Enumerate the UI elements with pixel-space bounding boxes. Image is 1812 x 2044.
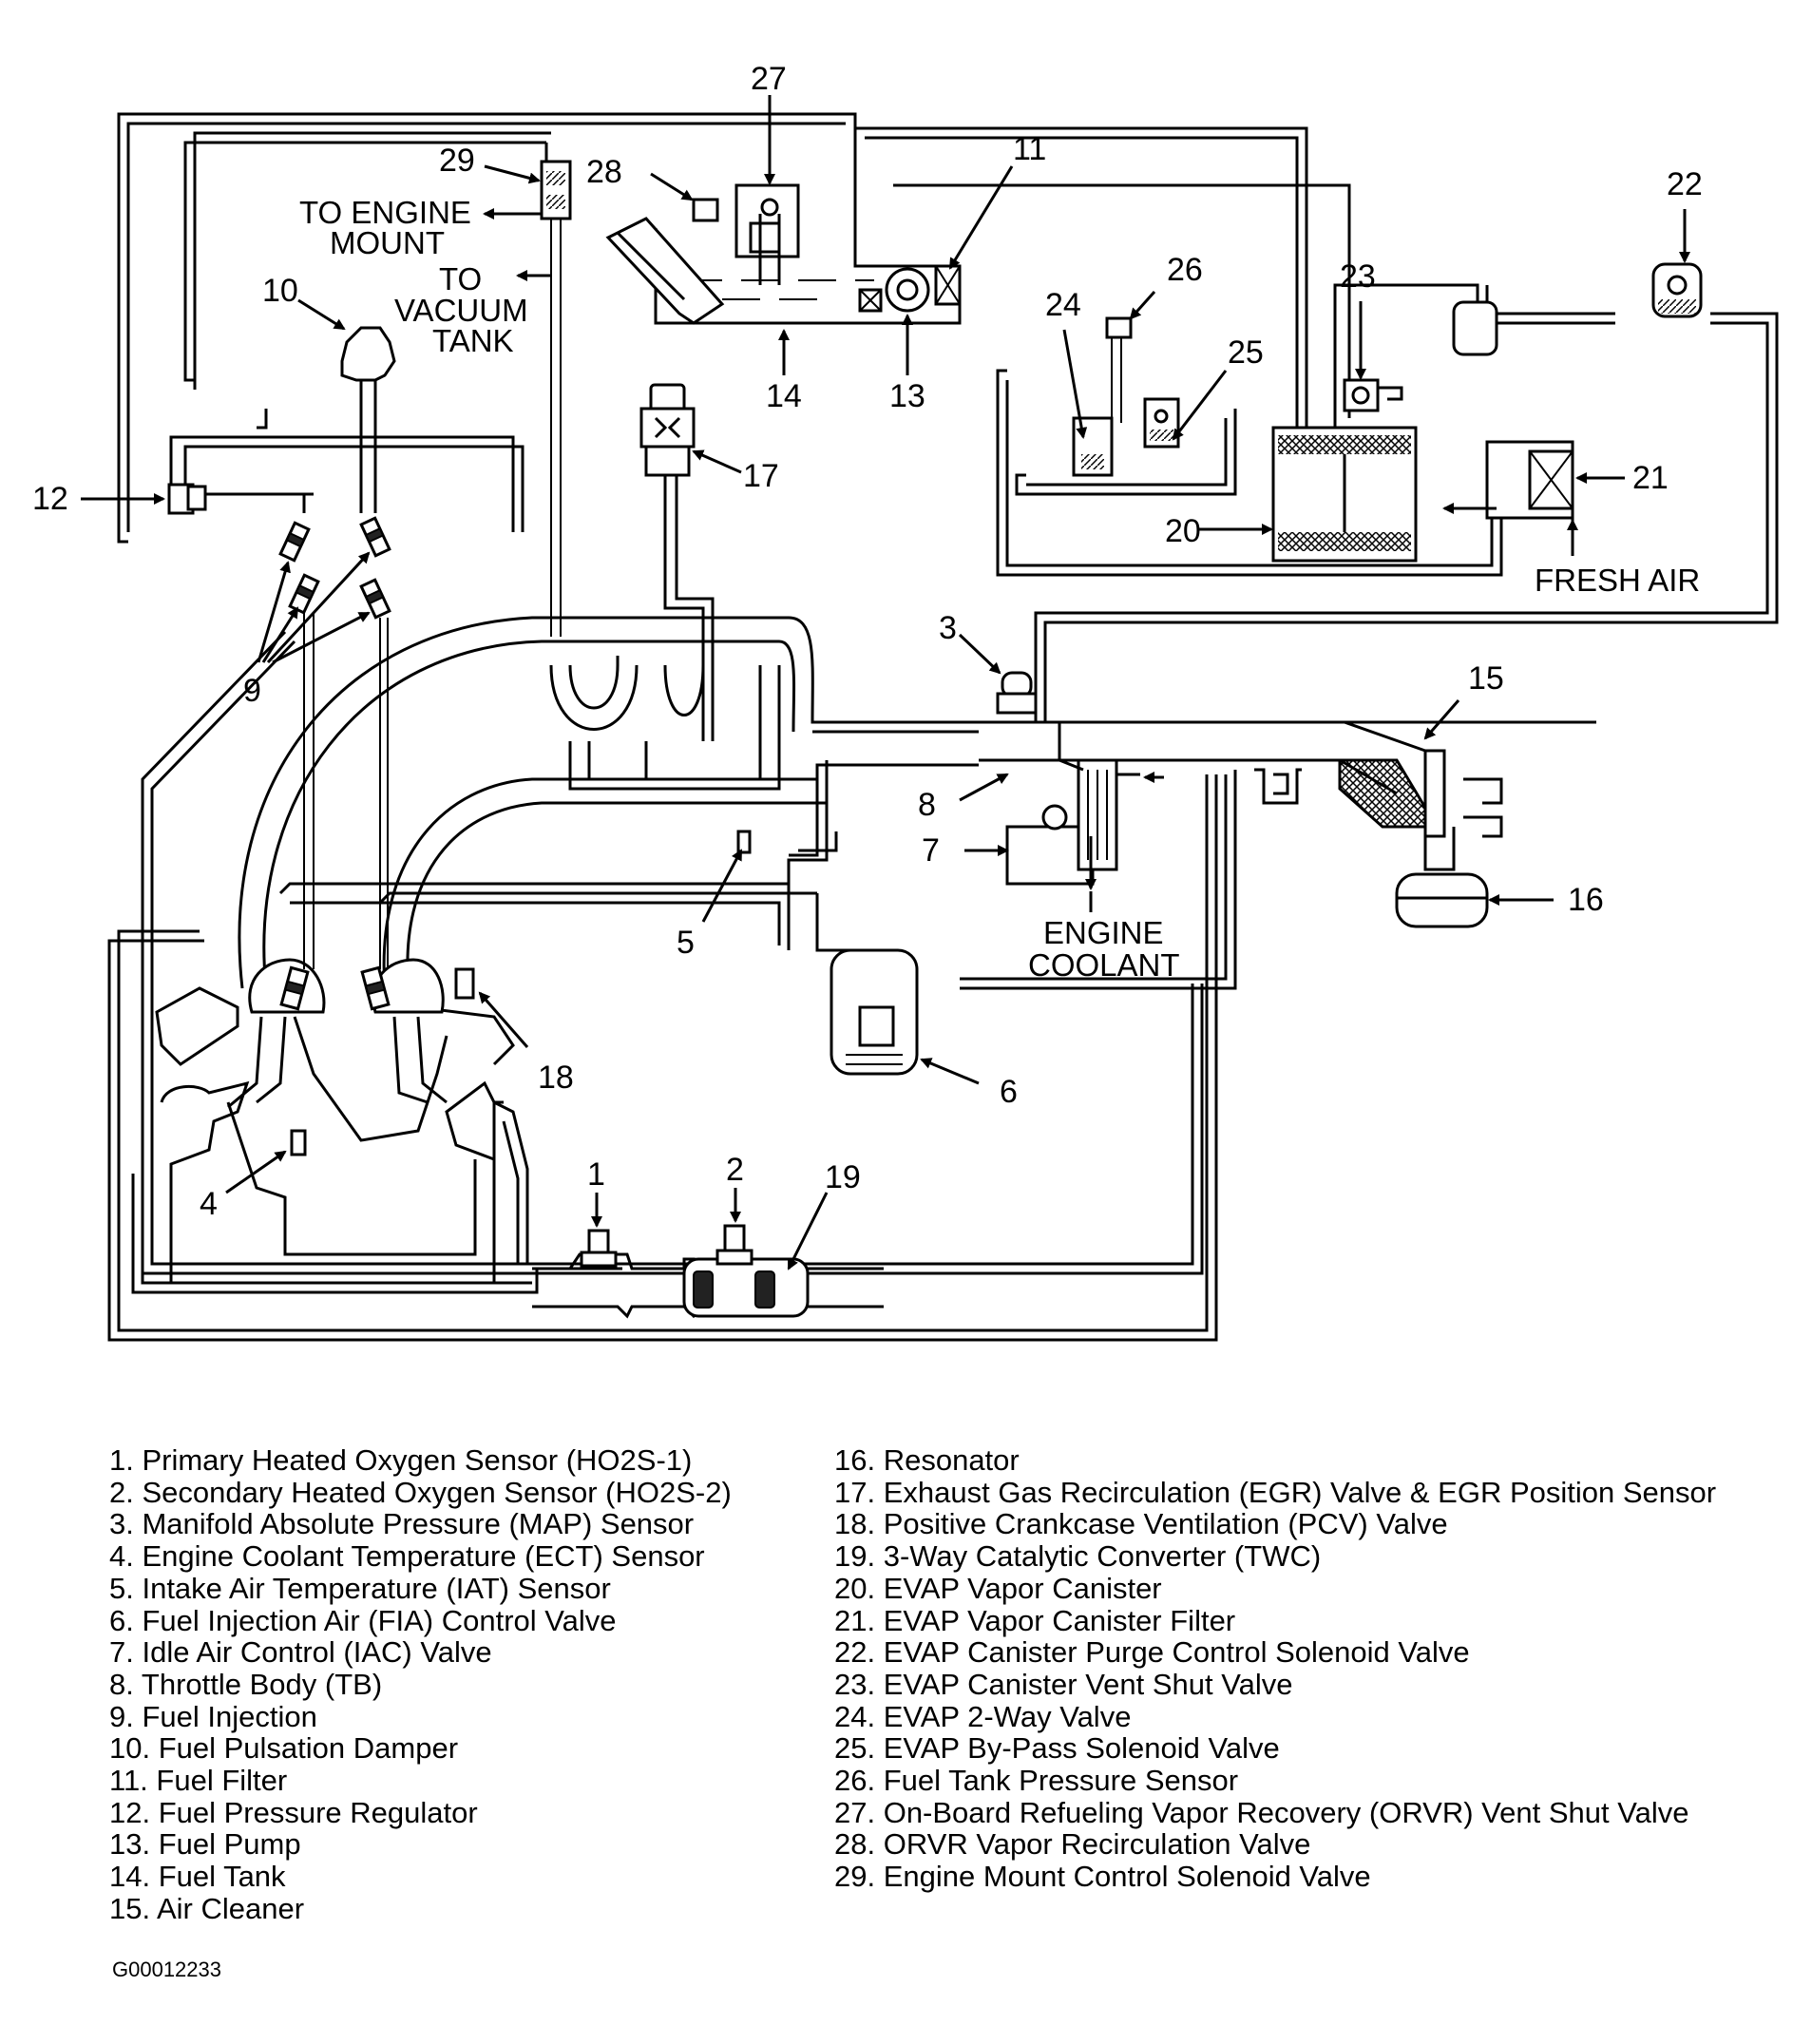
callout-leaders [81, 95, 1690, 1270]
callout-10: 10 [262, 273, 298, 309]
label-to-vacuum-tank-line3: TANK [432, 323, 514, 358]
legend-column-right: 16. Resonator 17. Exhaust Gas Recirculat… [834, 1444, 1716, 1893]
legend-item: 9. Fuel Injection [109, 1699, 317, 1733]
legend-column-left: 1. Primary Heated Oxygen Sensor (HO2S-1)… [109, 1444, 732, 1925]
callout-numbers: 1 2 3 4 5 6 7 8 9 10 11 12 13 14 15 16 1… [32, 61, 1703, 1222]
legend-item: 18. Positive Crankcase Ventilation (PCV)… [834, 1507, 1448, 1541]
legend-item: 29. Engine Mount Control Solenoid Valve [834, 1860, 1371, 1894]
callout-18: 18 [538, 1060, 574, 1096]
intake-manifold [238, 616, 1596, 989]
callout-6: 6 [1000, 1074, 1018, 1110]
figure-id: G00012233 [112, 1958, 221, 1981]
exhaust-system [532, 1224, 884, 1319]
callout-27: 27 [751, 61, 787, 97]
callout-14: 14 [766, 378, 802, 414]
callout-4: 4 [200, 1186, 218, 1222]
legend-item: 11. Fuel Filter [109, 1764, 288, 1798]
callout-23: 23 [1340, 258, 1376, 295]
legend-item: 21. EVAP Vapor Canister Filter [834, 1603, 1236, 1637]
legend-item: 24. EVAP 2-Way Valve [834, 1699, 1132, 1733]
legend-item: 5. Intake Air Temperature (IAT) Sensor [109, 1571, 611, 1605]
fuel-pulsation-damper [340, 326, 396, 513]
legend-item: 3. Manifold Absolute Pressure (MAP) Sens… [109, 1507, 695, 1541]
callout-24: 24 [1045, 287, 1081, 323]
legend-item: 1. Primary Heated Oxygen Sensor (HO2S-1) [109, 1443, 693, 1477]
callout-22: 22 [1667, 166, 1703, 202]
legend-item: 19. 3-Way Catalytic Converter (TWC) [834, 1539, 1322, 1574]
callout-21: 21 [1632, 460, 1669, 496]
iat-sensor [736, 830, 752, 854]
legend-item: 28. ORVR Vapor Recirculation Valve [834, 1827, 1311, 1862]
purge-solenoid [1452, 262, 1703, 356]
resonator [1395, 777, 1503, 928]
legend-item: 12. Fuel Pressure Regulator [109, 1795, 478, 1829]
label-fresh-air: FRESH AIR [1535, 563, 1700, 598]
throttle-body [1005, 722, 1164, 886]
callout-11: 11 [1013, 131, 1046, 167]
label-engine-coolant-line2: COOLANT [1028, 947, 1180, 983]
label-to-engine-mount-line2: MOUNT [330, 225, 445, 260]
legend-item: 25. EVAP By-Pass Solenoid Valve [834, 1731, 1280, 1766]
legend-item: 10. Fuel Pulsation Damper [109, 1731, 459, 1766]
callout-2: 2 [726, 1152, 744, 1188]
legend-item: 4. Engine Coolant Temperature (ECT) Sens… [109, 1539, 705, 1574]
legend-item: 13. Fuel Pump [109, 1827, 301, 1862]
callout-12: 12 [32, 481, 68, 517]
callout-17: 17 [743, 458, 779, 494]
legend-item: 23. EVAP Canister Vent Shut Valve [834, 1667, 1293, 1701]
callout-13: 13 [889, 378, 925, 414]
label-engine-coolant-line1: ENGINE [1043, 915, 1164, 950]
fuel-pressure-regulator [167, 483, 314, 515]
pcv-valve [454, 967, 475, 1000]
callout-8: 8 [918, 787, 936, 823]
ect-sensor [290, 1129, 307, 1156]
fuel-tank [605, 183, 962, 325]
evap-valves-group [1072, 316, 1180, 477]
callout-20: 20 [1165, 513, 1201, 549]
fia-control-valve [830, 948, 919, 1076]
map-sensor [996, 671, 1038, 715]
legend-item: 22. EVAP Canister Purge Control Solenoid… [834, 1635, 1470, 1670]
engine-block [131, 958, 622, 1294]
legend-item: 15. Air Cleaner [109, 1891, 305, 1925]
callout-16: 16 [1568, 882, 1604, 918]
legend-item: 17. Exhaust Gas Recirculation (EGR) Valv… [834, 1475, 1717, 1509]
emission-system-diagram: 1 2 3 4 5 6 7 8 9 10 11 12 13 14 15 16 1… [32, 61, 1779, 1342]
legend-item: 26. Fuel Tank Pressure Sensor [834, 1764, 1239, 1798]
callout-26: 26 [1167, 252, 1203, 288]
egr-valve [639, 383, 696, 477]
evap-canister [1271, 378, 1574, 563]
callout-15: 15 [1468, 660, 1504, 697]
parts-legend: 1. Primary Heated Oxygen Sensor (HO2S-1)… [0, 1444, 1812, 1977]
engine-mount-solenoid [483, 160, 572, 281]
callout-3: 3 [939, 610, 957, 646]
label-to-vacuum-tank-line1: TO [439, 261, 482, 296]
legend-item: 14. Fuel Tank [109, 1860, 286, 1894]
legend-item: 7. Idle Air Control (IAC) Valve [109, 1635, 492, 1670]
legend-item: 16. Resonator [834, 1443, 1020, 1477]
fuel-injectors [278, 516, 391, 1011]
legend-item: 8. Throttle Body (TB) [109, 1667, 383, 1701]
callout-29: 29 [439, 143, 475, 179]
callout-5: 5 [677, 925, 695, 961]
legend-item: 20. EVAP Vapor Canister [834, 1571, 1162, 1605]
callout-1: 1 [587, 1156, 605, 1193]
flow-labels: TO ENGINE MOUNT TO VACUUM TANK FRESH AIR… [299, 195, 1700, 983]
callout-28: 28 [586, 154, 622, 190]
label-to-engine-mount-line1: TO ENGINE [299, 195, 471, 230]
label-to-vacuum-tank-line2: VACUUM [394, 293, 528, 328]
callout-7: 7 [922, 832, 940, 869]
callout-19: 19 [825, 1159, 861, 1195]
legend-item: 27. On-Board Refueling Vapor Recovery (O… [834, 1795, 1689, 1829]
callout-9: 9 [243, 673, 261, 709]
callout-25: 25 [1228, 334, 1264, 371]
legend-item: 6. Fuel Injection Air (FIA) Control Valv… [109, 1603, 617, 1637]
legend-item: 2. Secondary Heated Oxygen Sensor (HO2S-… [109, 1475, 732, 1509]
